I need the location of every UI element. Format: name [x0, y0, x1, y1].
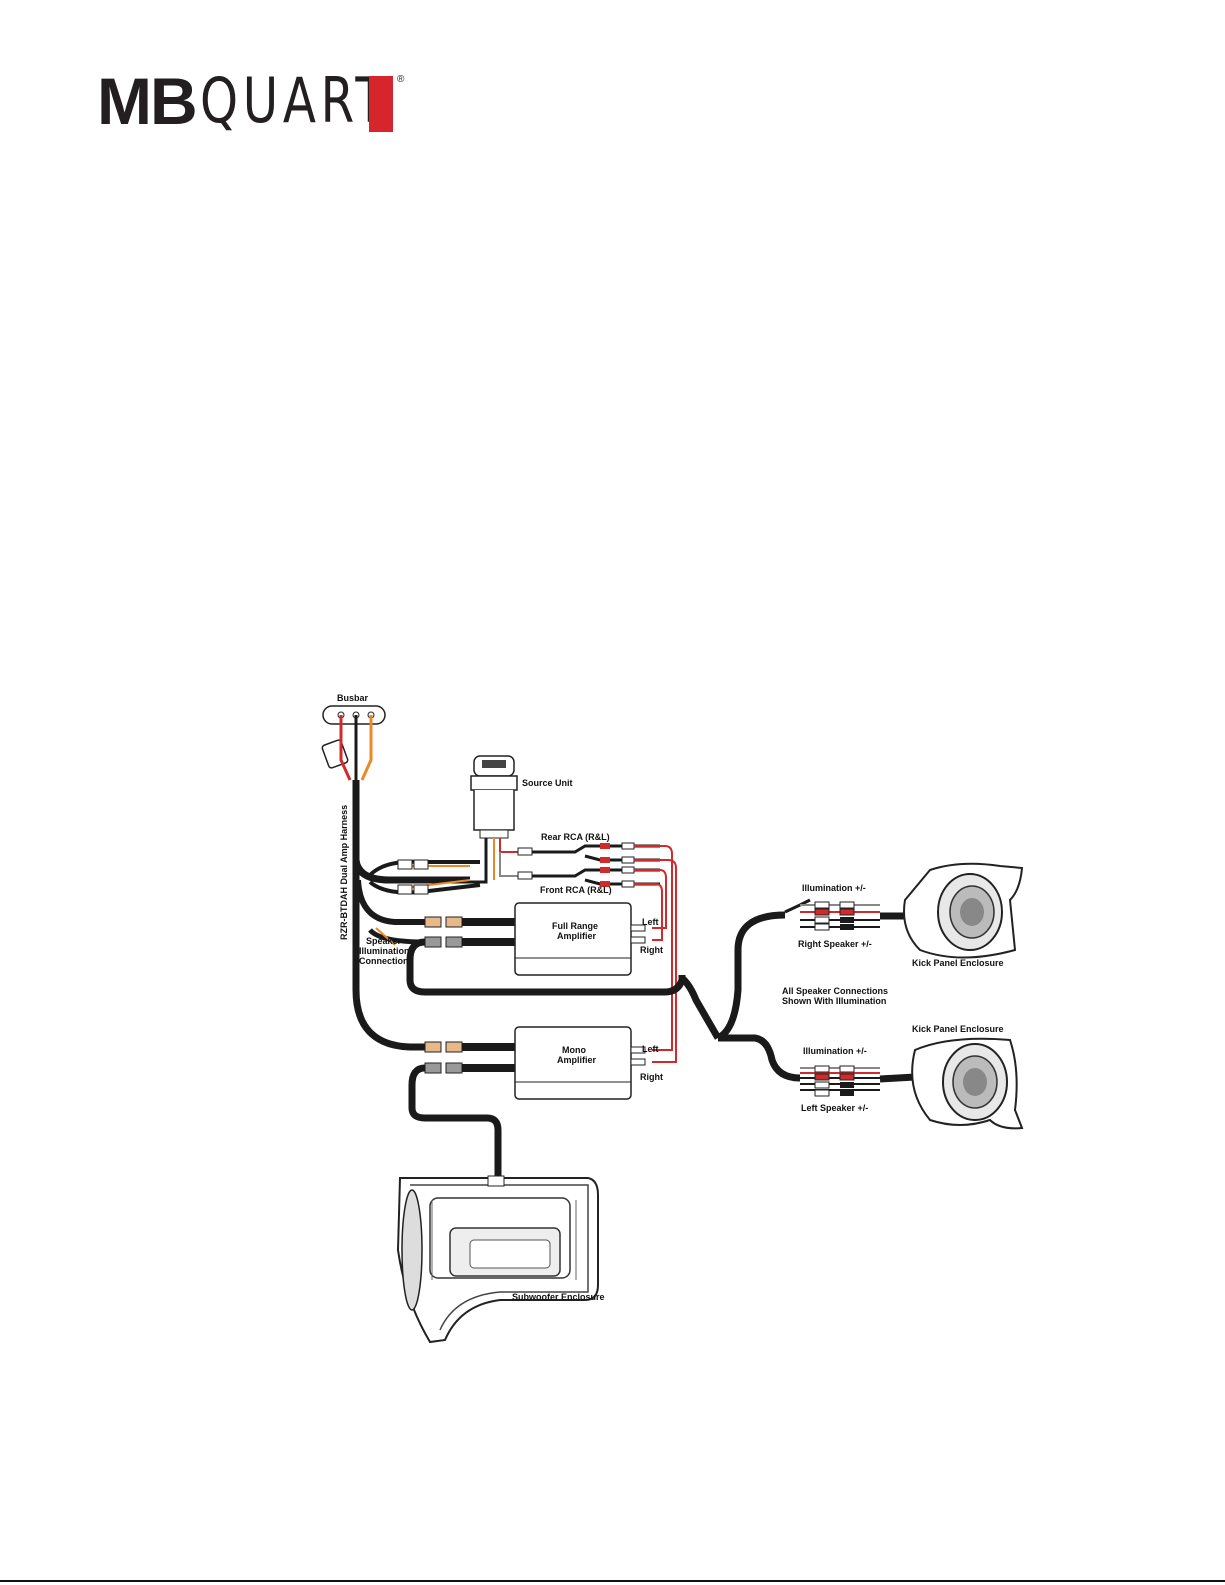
busbar: [322, 705, 386, 725]
label-left-2: Left: [642, 1044, 659, 1054]
label-speaker-illum-1: Speaker: [366, 936, 402, 946]
label-illum-top: Illumination +/-: [802, 883, 866, 893]
label-front-rca: Front RCA (R&L): [540, 885, 612, 895]
footer-rule: [0, 1580, 1225, 1582]
source-unit: [470, 755, 518, 839]
label-rear-rca: Rear RCA (R&L): [541, 832, 610, 842]
rca-cables: [517, 842, 677, 1063]
logo-registered-mark: ®: [397, 74, 405, 85]
label-harness: RZR-BTDAH Dual Amp Harness: [339, 805, 349, 940]
label-subwoofer: Subwoofer Enclosure: [512, 1292, 605, 1302]
label-source-unit: Source Unit: [522, 778, 573, 788]
label-speaker-illum-2: Illumination: [359, 946, 410, 956]
label-right-1: Right: [640, 945, 663, 955]
subwoofer-enclosure: [396, 1175, 599, 1344]
kick-panel-bottom: [911, 1037, 1024, 1130]
logo-text-quart: QUART: [199, 64, 390, 137]
left-speaker-harness: [800, 1065, 916, 1097]
label-illum-bottom: Illumination +/-: [803, 1046, 867, 1056]
label-all-connections-1: All Speaker Connections: [782, 986, 888, 996]
label-busbar: Busbar: [337, 693, 369, 703]
kick-panel-top: [903, 862, 1024, 959]
logo-red-bar: [369, 76, 393, 132]
right-speaker-harness: [784, 898, 910, 931]
label-left-speaker: Left Speaker +/-: [801, 1103, 868, 1113]
full-range-connectors: [424, 916, 520, 948]
label-mono-2: Amplifier: [557, 1055, 597, 1065]
label-right-2: Right: [640, 1072, 663, 1082]
full-range-amplifier: [514, 902, 646, 976]
label-kick-panel-top: Kick Panel Enclosure: [912, 958, 1004, 968]
harness-splitter: [368, 859, 481, 895]
label-left-1: Left: [642, 917, 659, 927]
label-full-range-2: Amplifier: [557, 931, 597, 941]
label-all-connections-2: Shown With Illumination: [782, 996, 886, 1006]
label-full-range-1: Full Range: [552, 921, 598, 931]
mb-quart-logo: MB QUART ®: [97, 68, 443, 148]
mono-amplifier: [514, 1026, 646, 1100]
label-mono-1: Mono: [562, 1045, 586, 1055]
mono-connectors: [424, 1041, 520, 1074]
label-kick-panel-bottom: Kick Panel Enclosure: [912, 1024, 1004, 1034]
logo-text-mb: MB: [97, 64, 198, 138]
label-right-speaker: Right Speaker +/-: [798, 939, 872, 949]
label-speaker-illum-3: Connection: [359, 956, 409, 966]
